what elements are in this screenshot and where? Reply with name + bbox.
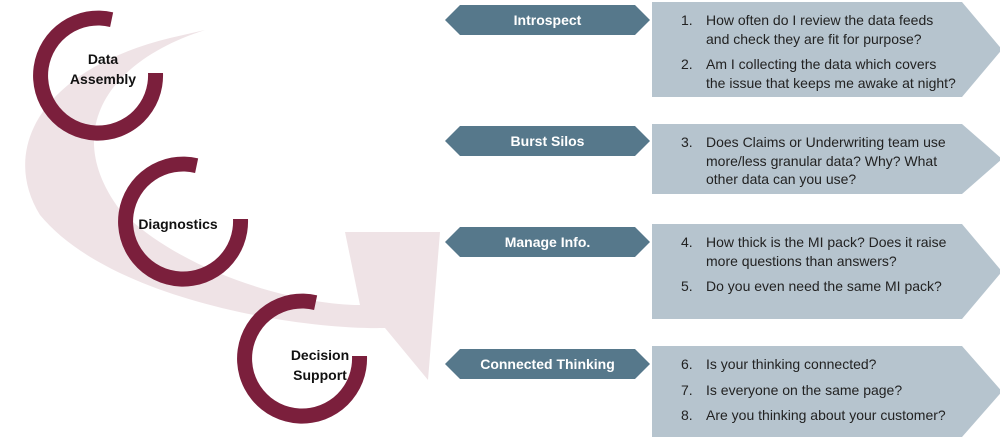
question-item: 2. Am I collecting the data which covers… <box>681 55 957 92</box>
question-text: Is everyone on the same page? <box>706 381 903 398</box>
question-number: 2. <box>681 56 693 72</box>
question-item: 4. How thick is the MI pack? Does it rai… <box>681 233 957 270</box>
circle-label-line: Support <box>293 367 347 383</box>
question-number: 8. <box>681 407 693 423</box>
question-number: 1. <box>681 12 693 28</box>
circle-label-line: Assembly <box>69 71 137 87</box>
question-number: 3. <box>681 134 693 150</box>
question-item: 5. Do you even need the same MI pack? <box>681 277 957 296</box>
question-number: 4. <box>681 234 693 250</box>
question-text: Does Claims or Underwriting team use mor… <box>706 134 946 187</box>
circle-label-line: Diagnostics <box>138 216 218 232</box>
question-box-connected-thinking: 6. Is your thinking connected? 7. Is eve… <box>652 346 1000 437</box>
question-text: How often do I review the data feeds and… <box>706 12 934 47</box>
sweep-arrow <box>25 30 440 380</box>
question-box-manage-info: 4. How thick is the MI pack? Does it rai… <box>652 224 1000 319</box>
question-number: 5. <box>681 278 693 294</box>
question-text: Are you thinking about your customer? <box>706 407 946 423</box>
question-text: How thick is the MI pack? Does it raise … <box>706 234 947 269</box>
question-item: 3. Does Claims or Underwriting team use … <box>681 133 957 189</box>
question-number: 6. <box>681 356 693 372</box>
circle-label-line: Decision <box>290 347 350 363</box>
circle-label-line: Data <box>87 51 119 67</box>
question-box-burst-silos: 3. Does Claims or Underwriting team use … <box>652 124 1000 194</box>
question-item: 1. How often do I review the data feeds … <box>681 11 957 48</box>
question-text: Am I collecting the data which covers th… <box>706 56 956 91</box>
tag-connected-thinking: Connected Thinking <box>445 349 650 379</box>
circle-label-diagnostics: Diagnostics <box>123 214 233 234</box>
question-item: 6. Is your thinking connected? <box>681 355 957 374</box>
question-item: 8. Are you thinking about your customer? <box>681 406 957 425</box>
tag-introspect: Introspect <box>445 5 650 35</box>
circle-label-data-assembly: Data Assembly <box>48 49 158 89</box>
circle-label-decision-support: Decision Support <box>265 345 375 385</box>
question-text: Do you even need the same MI pack? <box>706 278 942 294</box>
question-item: 7. Is everyone on the same page? <box>681 381 957 400</box>
question-box-introspect: 1. How often do I review the data feeds … <box>652 2 1000 97</box>
tag-burst-silos: Burst Silos <box>445 126 650 156</box>
question-number: 7. <box>681 381 693 398</box>
tag-manage-info: Manage Info. <box>445 227 650 257</box>
question-text: Is your thinking connected? <box>706 356 877 372</box>
